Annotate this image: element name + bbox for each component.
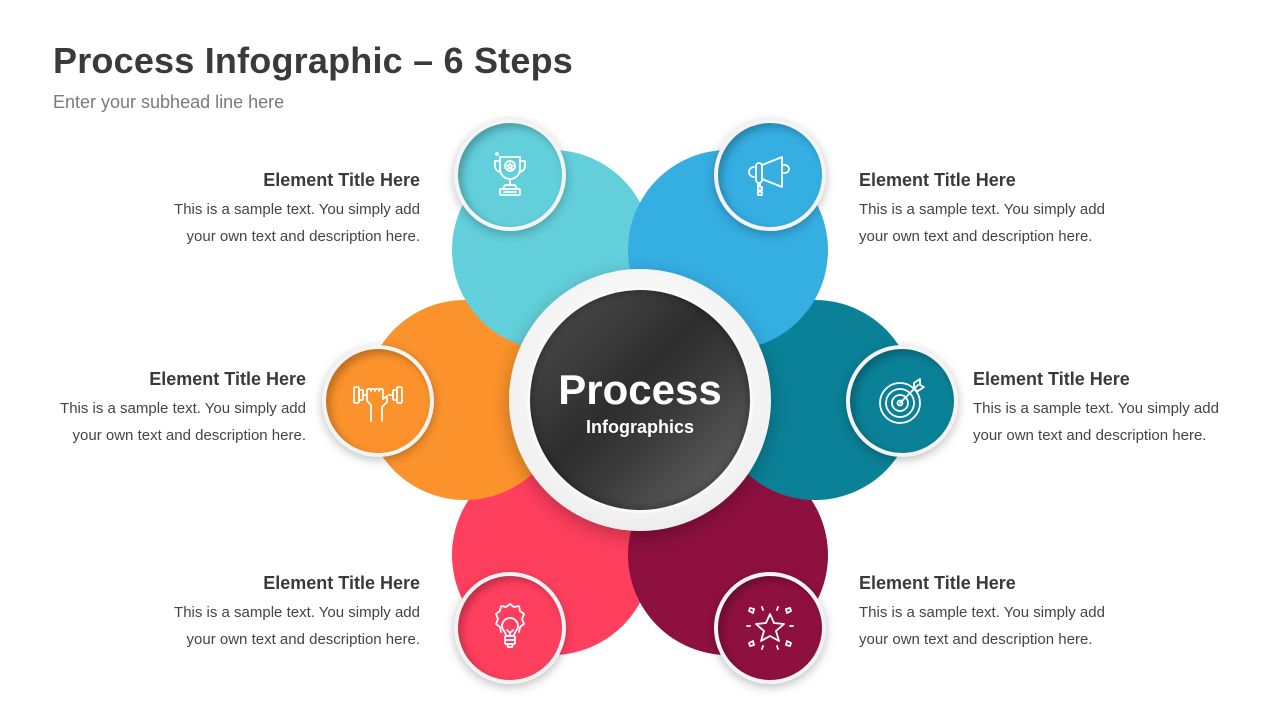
step-6-text: Element Title Here This is a sample text… (859, 571, 1159, 653)
center-subtitle: Infographics (585, 417, 694, 437)
lightbulb-icon (495, 603, 525, 648)
step-1-title: Element Title Here (263, 170, 420, 190)
step-1-icon-badge (454, 119, 566, 231)
center-title: Process (558, 366, 722, 413)
step-5-icon-badge (454, 572, 566, 684)
step-1-text: Element Title Here This is a sample text… (120, 168, 420, 250)
step-5-text: Element Title Here This is a sample text… (120, 571, 420, 653)
megaphone-icon (748, 156, 790, 196)
step-4-title: Element Title Here (973, 369, 1130, 389)
page-title: Process Infographic – 6 Steps (53, 40, 573, 81)
center-core (527, 287, 753, 513)
step-2-title: Element Title Here (859, 170, 1016, 190)
step-3-icon-badge (322, 345, 434, 457)
page-subtitle: Enter your subhead line here (53, 92, 285, 112)
step-5-title: Element Title Here (263, 573, 420, 593)
trophy-icon (494, 152, 526, 196)
step-4-text: Element Title Here This is a sample text… (973, 367, 1273, 449)
step-2-icon-badge (714, 119, 826, 231)
step-4-icon-badge (846, 345, 958, 457)
dumbbell-fist-icon (353, 386, 403, 422)
step-2-text: Element Title Here This is a sample text… (859, 168, 1159, 250)
target-arrow-icon (879, 378, 925, 424)
step-3-title: Element Title Here (149, 369, 306, 389)
star-burst-icon (746, 606, 794, 650)
step-6-icon-badge (714, 572, 826, 684)
step-6-title: Element Title Here (859, 573, 1016, 593)
step-3-text: Element Title Here This is a sample text… (6, 367, 306, 449)
